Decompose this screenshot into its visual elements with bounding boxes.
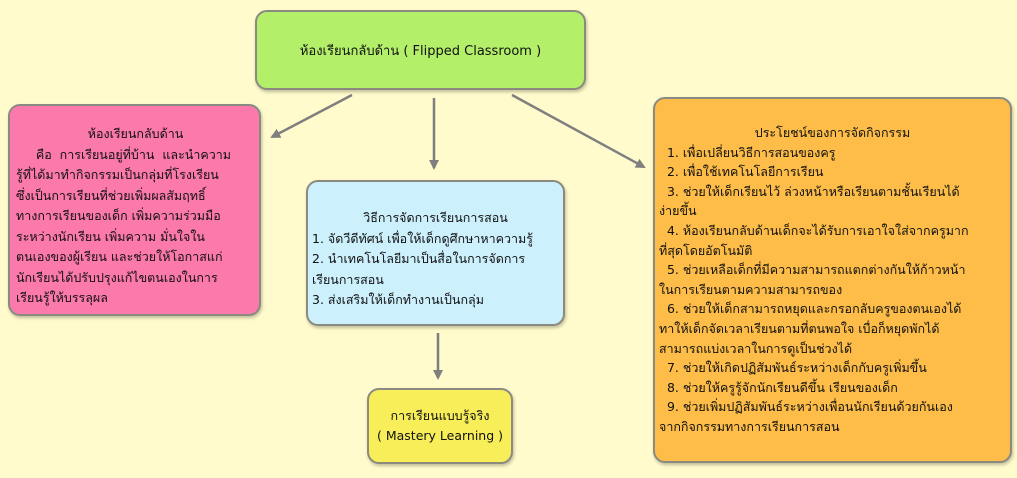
benefits-line: 5. ช่วยเหลือเด็กที่มีความสามารถแตกต่างกั… bbox=[659, 262, 966, 278]
methods-line: 3. ส่งเสริมให้เด็กทำงานเป็นกลุ่ม bbox=[312, 292, 484, 307]
benefits-line: ง่ายขึ้น bbox=[659, 203, 697, 219]
definition-line: นักเรียนได้ปรับปรุงแก้ไขตนเองในการ bbox=[16, 269, 218, 285]
arrow-to-benefits bbox=[511, 93, 646, 169]
definition-line: รู้ที่ได้มาทำกิจกรรมเป็นกลุ่มที่โรงเรียน bbox=[16, 167, 219, 182]
benefits-line: ที่สุดโดยอัตโนมัติ bbox=[659, 242, 753, 258]
benefits-line: 9. ช่วยเพิ่มปฏิสัมพันธ์ระหว่างเพื่อนนักเ… bbox=[659, 399, 953, 415]
benefits-line: 2. เพื่อใช้เทคโนโลยีการเรียน bbox=[659, 164, 824, 180]
definition-line: ซึ่งเป็นการเรียนที่ช่วยเพิ่มผลสัมฤทธิ์ bbox=[16, 187, 206, 203]
definition-heading: ห้องเรียนกลับด้าน bbox=[87, 126, 184, 141]
mastery-line-thai: การเรียนแบบรู้จริง bbox=[390, 408, 490, 423]
benefits-line: 1. เพื่อเปลี่ยนวิธีการสอนของครู bbox=[659, 144, 836, 160]
benefits-line: ในการเรียนตามความสามารถของ bbox=[659, 281, 843, 297]
definition-line: ทางการเรียนของเด็ก เพิ่มความร่วมมือ bbox=[16, 208, 221, 223]
benefits-line: 7. ช่วยให้เกิดปฏิสัมพันธ์ระหว่างเด็กกับค… bbox=[659, 360, 927, 376]
benefits-line: 4. ห้องเรียนกลับด้านเด็กจะได้รับการเอาใจ… bbox=[659, 222, 969, 238]
methods-line: เรียนการสอน bbox=[312, 271, 384, 287]
definition-line: เรียนรู้ให้บรรลุผล bbox=[16, 290, 108, 305]
title-text: ห้องเรียนกลับด้าน ( Flipped Classroom ) bbox=[299, 43, 542, 59]
methods-line: 1. จัดวีดีทัศน์ เพื่อให้เด็กดูศึกษาหาควา… bbox=[312, 230, 533, 246]
benefits-line: 8. ช่วยให้ครูรู้จักนักเรียนดีขึ้น เรียนข… bbox=[659, 379, 898, 395]
benefits-node: ประโยชน์ของการจัดกิจกรรม 1. เพื่อเปลี่ยน… bbox=[653, 97, 1012, 463]
methods-node: วิธีการจัดการเรียนการสอน 1. จัดวีดีทัศน์… bbox=[306, 180, 565, 326]
methods-line: 2. นำเทคโนโลยีมาเป็นสื่อในการจัดการ bbox=[312, 251, 526, 266]
title-node: ห้องเรียนกลับด้าน ( Flipped Classroom ) bbox=[255, 10, 586, 90]
methods-heading: วิธีการจัดการเรียนการสอน bbox=[363, 210, 508, 225]
definition-node: ห้องเรียนกลับด้าน คือ การเรียนอยู่ที่บ้า… bbox=[8, 104, 261, 316]
benefits-heading: ประโยชน์ของการจัดกิจกรรม bbox=[754, 125, 911, 140]
mastery-node: การเรียนแบบรู้จริง ( Mastery Learning ) bbox=[367, 388, 513, 464]
definition-line: ตนเองของผู้เรียน และช่วยให้โอกาสแก่ bbox=[16, 249, 223, 264]
benefits-line: ทาให้เด็กจัดเวลาเรียนตามที่ตนพอใจ เบื่อก… bbox=[659, 320, 940, 336]
mastery-line-english: ( Mastery Learning ) bbox=[376, 428, 504, 443]
benefits-line: สามารถแบ่งเวลาในการดูเป็นช่วงได้ bbox=[659, 340, 853, 356]
benefits-line: 3. ช่วยให้เด็กเรียนไว้ ล่วงหน้าหรือเรียน… bbox=[659, 183, 960, 199]
benefits-line: 6. ช่วยให้เด็กสามารถหยุดและกรอกลับครูของ… bbox=[659, 301, 962, 317]
arrow-to-definition bbox=[270, 93, 353, 139]
benefits-line: จากกิจกรรมทางการเรียนการสอน bbox=[659, 418, 840, 434]
definition-line: คือ การเรียนอยู่ที่บ้าน และนำความ bbox=[16, 146, 231, 162]
definition-line: ระหว่างนักเรียน เพิ่มความ มั่นใจใน bbox=[16, 228, 205, 244]
